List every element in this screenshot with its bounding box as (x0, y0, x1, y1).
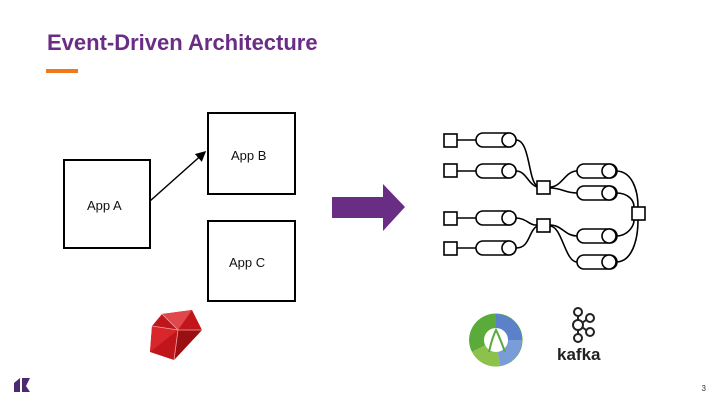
page-number: 3 (701, 384, 706, 393)
app-c-box (207, 220, 296, 302)
processor-node (536, 218, 551, 233)
source-node (443, 211, 458, 226)
brand-mark-icon (14, 378, 30, 392)
ruby-logo-icon (150, 310, 202, 361)
clojure-logo-icon (469, 313, 523, 367)
title-accent-bar (46, 69, 78, 73)
source-node (443, 133, 458, 148)
app-a-label: App A (87, 198, 122, 213)
slide-title: Event-Driven Architecture (47, 30, 318, 55)
app-b-box (207, 112, 296, 195)
transform-arrow-icon (332, 184, 405, 231)
app-a-box (63, 159, 151, 249)
sink-node (631, 206, 646, 221)
source-node (443, 241, 458, 256)
app-c-label: App C (229, 255, 266, 270)
kafka-wordmark: kafka (557, 345, 601, 364)
kafka-logo-icon (572, 307, 595, 343)
app-a-to-app-b-arrow (149, 151, 207, 202)
app-b-label: App B (231, 148, 267, 163)
event-stream-diagram (443, 132, 646, 270)
source-node (443, 163, 458, 178)
processor-node (536, 180, 551, 195)
